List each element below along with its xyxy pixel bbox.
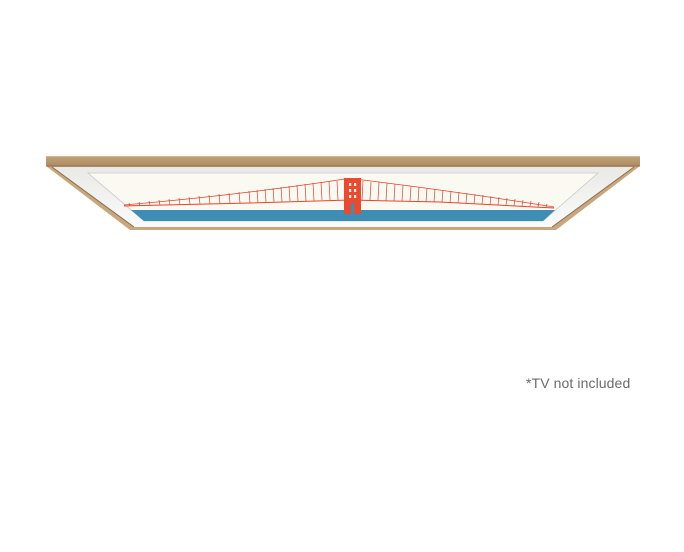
art-bridge-tower	[344, 178, 361, 214]
art-bridge-cables	[128, 180, 548, 208]
frame-top-bar	[46, 156, 640, 166]
art-water	[131, 210, 555, 221]
tv-not-included-disclaimer: *TV not included	[526, 375, 631, 391]
